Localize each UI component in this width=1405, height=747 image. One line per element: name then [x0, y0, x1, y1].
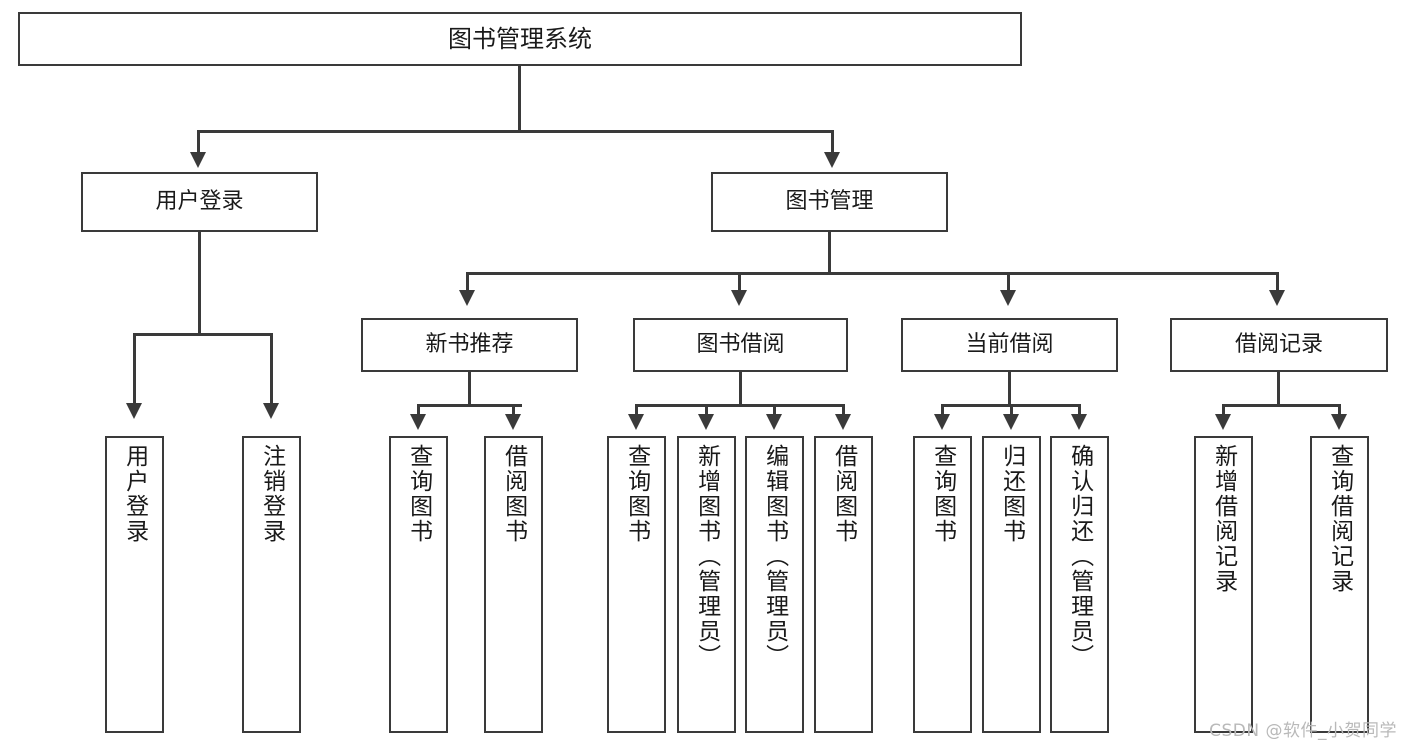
connector-borrow-records-bus — [1222, 404, 1340, 407]
leaf-edit-book-admin[interactable]: 编辑图书（管理员） — [745, 436, 804, 733]
connector-book-borrow-stem — [739, 372, 742, 406]
node-label: 新书推荐 — [425, 332, 514, 358]
connector-book-borrow-drop-2 — [705, 404, 708, 416]
connector-book-mgmt-bus — [466, 272, 1278, 275]
node-label: 新增图书（管理员） — [693, 444, 720, 669]
connector-borrow-records-drop-1 — [1222, 404, 1225, 416]
node-label: 查询图书 — [623, 444, 650, 544]
node-user-login[interactable]: 用户登录 — [81, 172, 318, 232]
node-label: 用户登录 — [155, 189, 244, 215]
connector-borrow-records-stem — [1277, 372, 1280, 406]
connector-book-borrow-drop-4 — [842, 404, 845, 416]
arrow-to-leaf-query-record — [1331, 414, 1347, 430]
connector-book-mgmt-drop-4 — [1276, 272, 1279, 292]
connector-root-stem — [518, 66, 521, 132]
leaf-logout[interactable]: 注销登录 — [242, 436, 301, 733]
connector-current-borrow-drop-1 — [941, 404, 944, 416]
leaf-query-book-current[interactable]: 查询图书 — [913, 436, 972, 733]
arrow-to-leaf-return-book — [1003, 414, 1019, 430]
node-book-borrow[interactable]: 图书借阅 — [633, 318, 848, 372]
connector-book-mgmt-drop-2 — [738, 272, 741, 292]
node-borrow-records[interactable]: 借阅记录 — [1170, 318, 1388, 372]
connector-book-mgmt-drop-1 — [466, 272, 469, 292]
connector-book-mgmt-drop-3 — [1007, 272, 1010, 292]
node-label: 当前借阅 — [965, 332, 1054, 358]
leaf-return-book[interactable]: 归还图书 — [982, 436, 1041, 733]
node-label: 图书管理系统 — [448, 24, 592, 53]
leaf-query-book-borrow[interactable]: 查询图书 — [607, 436, 666, 733]
node-label: 注销登录 — [258, 444, 285, 544]
arrow-to-leaf-borrow-book-2 — [835, 414, 851, 430]
arrow-to-leaf-query-book-3 — [934, 414, 950, 430]
leaf-add-borrow-record[interactable]: 新增借阅记录 — [1194, 436, 1253, 733]
connector-book-borrow-drop-3 — [773, 404, 776, 416]
arrow-to-leaf-query-book-2 — [628, 414, 644, 430]
connector-book-borrow-bus — [635, 404, 844, 407]
node-label: 新增借阅记录 — [1210, 444, 1237, 594]
node-label: 借阅图书 — [500, 444, 527, 544]
arrow-to-leaf-edit-book — [766, 414, 782, 430]
node-label: 借阅记录 — [1234, 332, 1323, 358]
node-label: 图书借阅 — [696, 332, 785, 358]
connector-book-mgmt-stem — [828, 232, 831, 274]
arrow-to-current-borrow — [1000, 290, 1016, 306]
node-book-management[interactable]: 图书管理 — [711, 172, 948, 232]
arrow-to-leaf-add-book — [698, 414, 714, 430]
leaf-confirm-return-admin[interactable]: 确认归还（管理员） — [1050, 436, 1109, 733]
connector-root-to-book-mgmt — [831, 130, 834, 154]
connector-new-book-stem — [468, 372, 471, 406]
node-new-book-recommend[interactable]: 新书推荐 — [361, 318, 578, 372]
arrow-to-user-login — [190, 152, 206, 168]
arrow-to-book-borrow — [731, 290, 747, 306]
connector-new-book-drop-2 — [512, 404, 515, 416]
arrow-to-leaf-borrow-book-1 — [505, 414, 521, 430]
node-label: 确认归还（管理员） — [1066, 444, 1093, 669]
connector-user-login-drop-2 — [270, 333, 273, 405]
node-label: 编辑图书（管理员） — [761, 444, 788, 669]
arrow-to-leaf-logout — [263, 403, 279, 419]
connector-borrow-records-drop-2 — [1338, 404, 1341, 416]
connector-root-to-user-login — [197, 130, 200, 154]
arrow-to-leaf-confirm-return — [1071, 414, 1087, 430]
leaf-add-book-admin[interactable]: 新增图书（管理员） — [677, 436, 736, 733]
arrow-to-leaf-query-book-1 — [410, 414, 426, 430]
connector-current-borrow-stem — [1008, 372, 1011, 406]
node-label: 查询借阅记录 — [1326, 444, 1353, 594]
connector-user-login-drop-1 — [133, 333, 136, 405]
leaf-borrow-book[interactable]: 借阅图书 — [814, 436, 873, 733]
node-current-borrow[interactable]: 当前借阅 — [901, 318, 1118, 372]
connector-book-borrow-drop-1 — [635, 404, 638, 416]
connector-root-bus — [197, 130, 834, 133]
connector-current-borrow-drop-3 — [1078, 404, 1081, 416]
node-label: 借阅图书 — [830, 444, 857, 544]
connector-user-login-stem — [198, 232, 201, 335]
node-label: 查询图书 — [929, 444, 956, 544]
arrow-to-borrow-records — [1269, 290, 1285, 306]
connector-user-login-bus — [133, 333, 272, 336]
node-label: 用户登录 — [121, 444, 148, 544]
leaf-query-borrow-record[interactable]: 查询借阅记录 — [1310, 436, 1369, 733]
leaf-borrow-book-new[interactable]: 借阅图书 — [484, 436, 543, 733]
node-label: 查询图书 — [405, 444, 432, 544]
connector-new-book-drop-1 — [417, 404, 420, 416]
node-label: 归还图书 — [998, 444, 1025, 544]
leaf-user-login[interactable]: 用户登录 — [105, 436, 164, 733]
connector-current-borrow-drop-2 — [1010, 404, 1013, 416]
arrow-to-book-mgmt — [824, 152, 840, 168]
node-label: 图书管理 — [785, 189, 874, 215]
arrow-to-leaf-user-login — [126, 403, 142, 419]
arrow-to-new-book-recommend — [459, 290, 475, 306]
leaf-query-book-new[interactable]: 查询图书 — [389, 436, 448, 733]
node-root-system[interactable]: 图书管理系统 — [18, 12, 1022, 66]
arrow-to-leaf-add-record — [1215, 414, 1231, 430]
connector-new-book-bus — [417, 404, 522, 407]
